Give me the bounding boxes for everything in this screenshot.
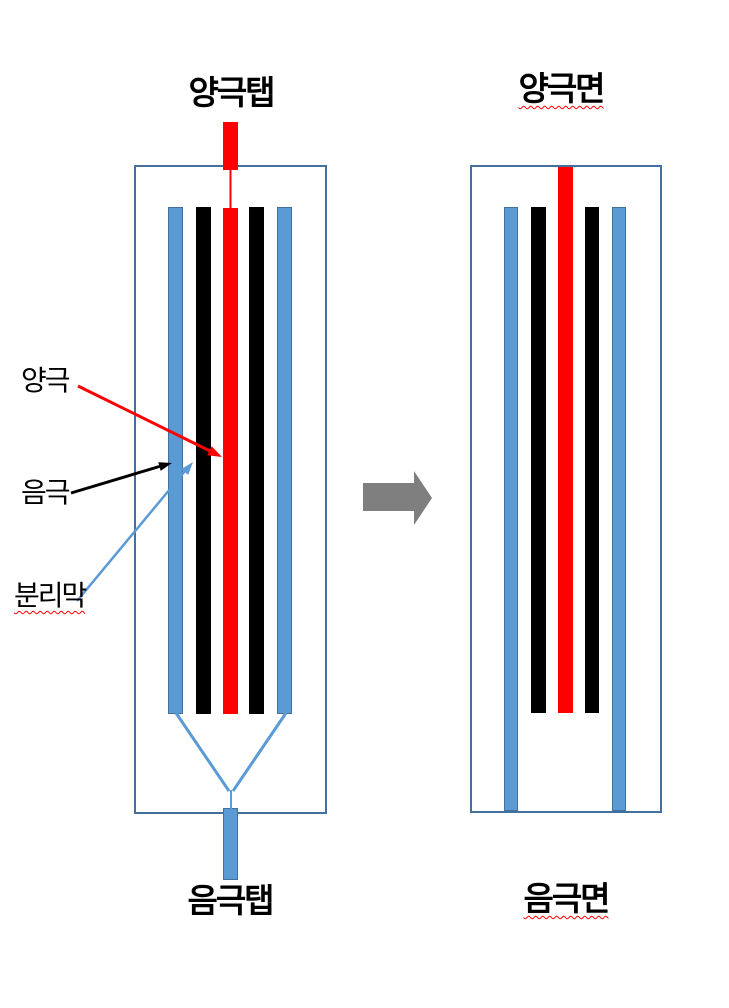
positive-electrode-plate — [558, 167, 573, 713]
left-top-label-positive-tab: 양극탭 — [188, 73, 275, 112]
right-cell-case — [470, 165, 662, 813]
callout-label-positive-electrode: 양극 — [21, 364, 71, 397]
negative-electrode-plate — [196, 207, 211, 714]
right-top-label-positive-face: 양극면 — [518, 69, 605, 108]
separator-plate — [504, 207, 518, 811]
right-bottom-label-negative-face: 음극면 — [523, 879, 610, 918]
negative-electrode-plate — [249, 207, 264, 714]
separator-plate — [168, 207, 183, 714]
left-bottom-label-negative-tab: 음극탭 — [187, 881, 274, 920]
callout-label-negative-electrode: 음극 — [21, 476, 71, 509]
positive-electrode-plate — [223, 208, 238, 714]
separator-plate — [612, 207, 626, 811]
callout-label-separator: 분리막 — [14, 579, 87, 612]
negative-electrode-plate — [585, 207, 599, 713]
positive-tab — [223, 122, 238, 170]
negative-tab — [223, 808, 238, 880]
separator-plate — [277, 207, 292, 714]
transform-arrow-icon — [363, 471, 432, 525]
negative-electrode-plate — [531, 207, 546, 713]
